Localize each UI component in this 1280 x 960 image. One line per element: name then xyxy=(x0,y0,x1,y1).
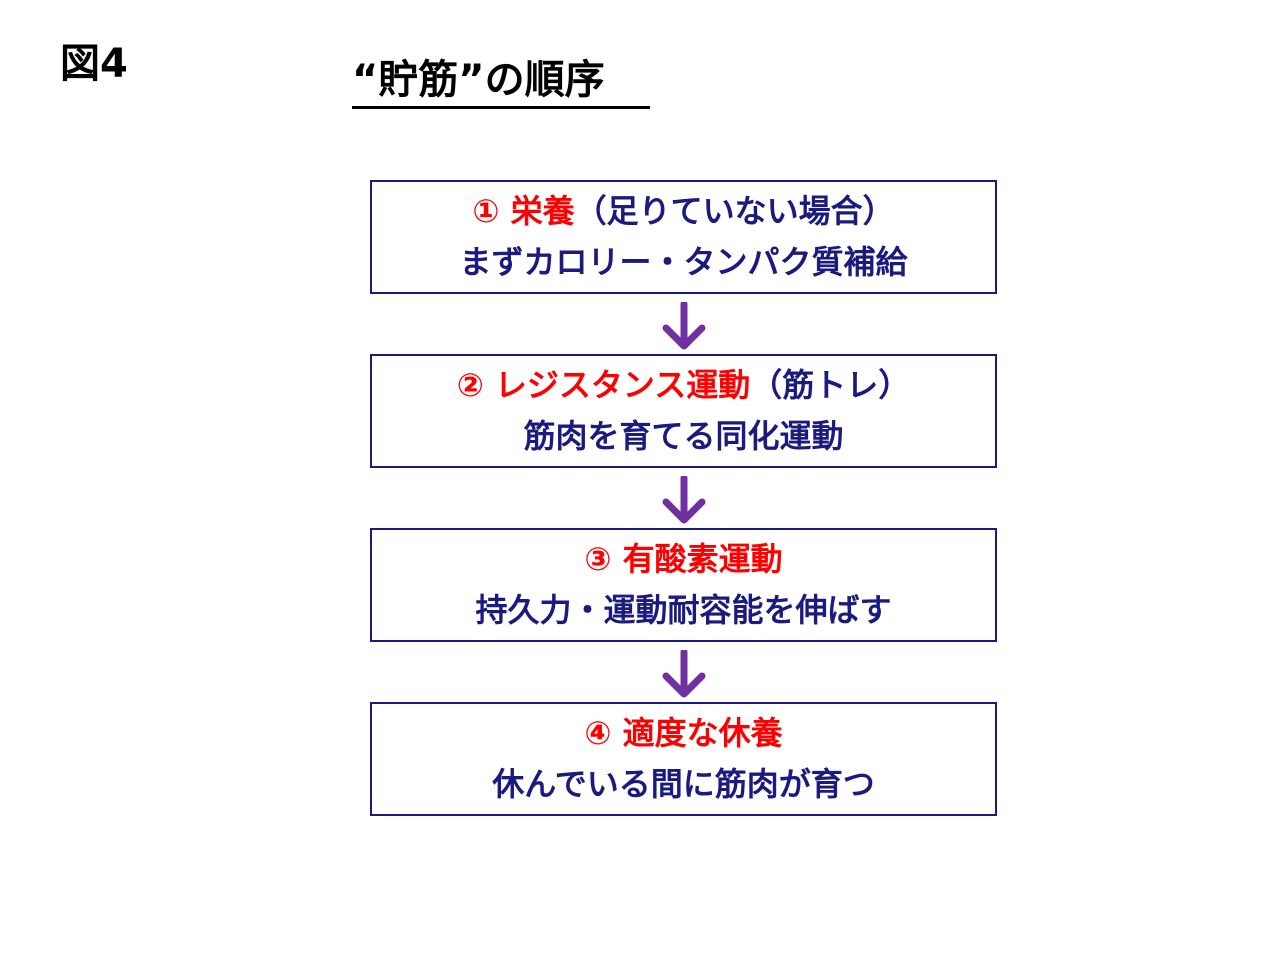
step-heading-text: ② レジスタンス運動 xyxy=(456,365,751,404)
step-heading-text: ④ 適度な休養 xyxy=(584,713,783,752)
step-detail: 休んでいる間に筋肉が育つ xyxy=(492,765,875,803)
figure-label: 図4 xyxy=(60,41,128,87)
arrow-down-icon xyxy=(662,302,706,350)
title-underline xyxy=(352,106,650,109)
step-box-nutrition: ① 栄養（足りていない場合） まずカロリー・タンパク質補給 xyxy=(370,180,997,294)
arrow-down-icon xyxy=(662,650,706,698)
step-heading-note: （筋トレ） xyxy=(750,365,911,404)
step-box-rest: ④ 適度な休養 休んでいる間に筋肉が育つ xyxy=(370,702,997,816)
slide-title: “貯筋”の順序 xyxy=(352,57,605,103)
step-heading-text: ① 栄養 xyxy=(472,191,575,230)
step-box-resistance-training: ② レジスタンス運動（筋トレ） 筋肉を育てる同化運動 xyxy=(370,354,997,468)
step-heading: ④ 適度な休養 xyxy=(584,708,782,759)
arrow-down-icon xyxy=(662,476,706,524)
step-heading-text: ③ 有酸素運動 xyxy=(584,539,783,578)
step-heading: ① 栄養（足りていない場合） xyxy=(472,186,894,237)
step-detail: 筋肉を育てる同化運動 xyxy=(523,417,844,455)
step-heading: ③ 有酸素運動 xyxy=(584,534,782,585)
step-heading: ② レジスタンス運動（筋トレ） xyxy=(457,360,911,411)
step-detail: 持久力・運動耐容能を伸ばす xyxy=(475,591,892,629)
step-heading-note: （足りていない場合） xyxy=(574,191,895,230)
step-box-aerobic-exercise: ③ 有酸素運動 持久力・運動耐容能を伸ばす xyxy=(370,528,997,642)
step-detail: まずカロリー・タンパク質補給 xyxy=(459,243,908,281)
